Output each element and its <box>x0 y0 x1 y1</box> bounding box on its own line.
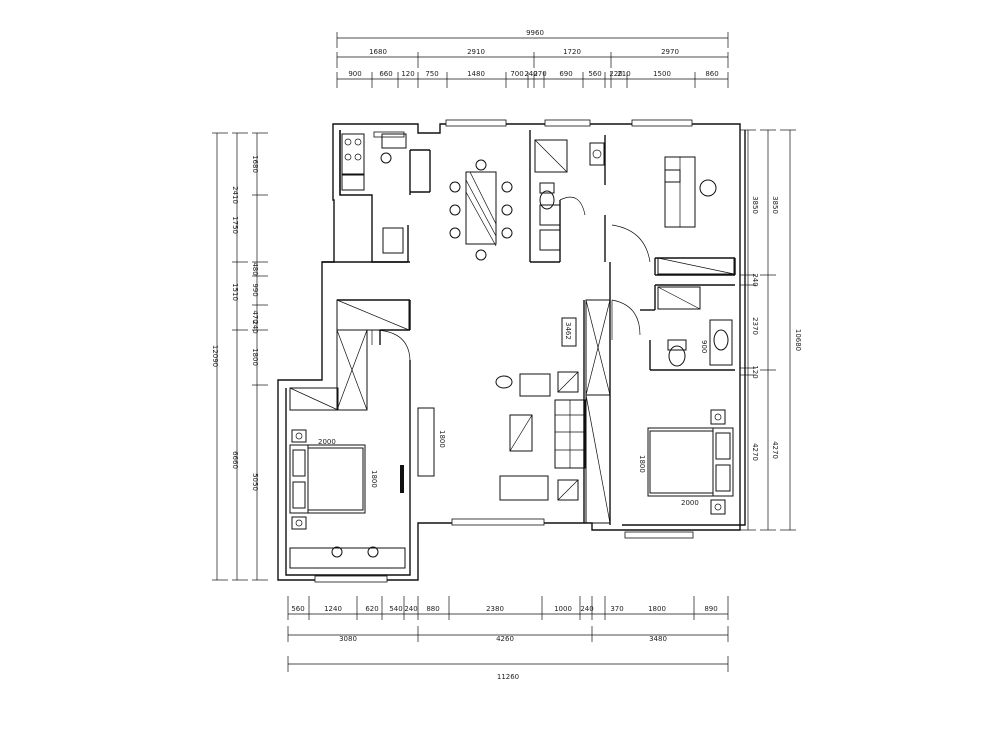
right-bed-length-label: 1800 <box>638 455 646 473</box>
bottom-dim-2-0: 3080 <box>339 635 357 643</box>
left-dim-1-1: 480 <box>251 262 259 275</box>
left-dim-1-5: 1800 <box>251 348 259 366</box>
top-dim-1-5: 700 <box>510 70 523 78</box>
bottom-dim-1-4: 240 <box>404 605 417 613</box>
top-dim-1-3: 750 <box>425 70 438 78</box>
left-dim-2-0: 2410 <box>231 186 239 204</box>
bottom-dimension-lines: 560 1240 620 540 240 880 2380 1000 240 3… <box>287 596 729 681</box>
kitchen-fixtures <box>341 133 407 254</box>
top-dim-1-9: 560 <box>588 70 601 78</box>
tv-cabinet: 1800 <box>400 407 446 493</box>
window-top-dining <box>445 119 507 127</box>
dining-set <box>449 159 513 261</box>
top-dim-1-2: 120 <box>401 70 414 78</box>
left-dim-1-0: 1680 <box>251 155 259 173</box>
bottom-dim-1-6: 2380 <box>486 605 504 613</box>
right-dim-1-0: 3850 <box>751 196 759 214</box>
window-bottom-bedroom-right <box>624 531 694 539</box>
left-total-dim: 12090 <box>211 345 219 367</box>
left-bed-width-label: 2000 <box>318 438 336 446</box>
top-right-bedroom-desk <box>664 156 717 228</box>
living-wall-label: 3462 <box>564 322 572 340</box>
left-dim-2-2: 1510 <box>231 283 239 301</box>
bottom-total-dim: 11260 <box>497 673 519 681</box>
tv-wall-label: 1800 <box>438 430 446 448</box>
right-dim-1-1: 240 <box>751 273 759 286</box>
left-bedroom-bed: 2000 1800 <box>289 429 406 569</box>
bottom-dim-1-9: 370 <box>610 605 623 613</box>
top-dimension-lines: 9960 1680 2910 1720 2970 900 <box>336 29 729 88</box>
left-dimension-lines: 12090 2410 1750 1510 6660 1680 480 990 4… <box>211 132 268 581</box>
bottom-dim-2-2: 3480 <box>649 635 667 643</box>
tv-unit <box>400 465 404 493</box>
bottom-dim-1-10: 1800 <box>648 605 666 613</box>
doors <box>371 196 651 363</box>
right-dim-2-0: 3850 <box>771 196 779 214</box>
top-dim-1-7: 270 <box>533 70 546 78</box>
top-dim-1-10: 220 <box>609 70 622 78</box>
window-bottom-living <box>451 518 545 526</box>
top-dim-2-0: 1680 <box>369 48 387 56</box>
left-dim-1-2: 990 <box>251 283 259 296</box>
bottom-dim-1-5: 880 <box>426 605 439 613</box>
bottom-dim-1-1: 1240 <box>324 605 342 613</box>
top-dim-2-3: 2970 <box>661 48 679 56</box>
top-dim-1-0: 900 <box>348 70 361 78</box>
bottom-dim-1-11: 890 <box>704 605 717 613</box>
top-dim-1-12: 1500 <box>653 70 671 78</box>
bottom-dim-1-8: 240 <box>580 605 593 613</box>
exterior-walls <box>277 123 746 581</box>
top-dim-2-1: 2910 <box>467 48 485 56</box>
left-dim-2-4: 5050 <box>251 473 259 491</box>
left-dim-1-3: 470 <box>251 310 259 323</box>
top-dim-1-11: 210 <box>617 70 630 78</box>
right-total-dim: 10680 <box>794 329 802 351</box>
left-dim-2-1: 1750 <box>231 216 239 234</box>
bottom-dim-1-2: 620 <box>365 605 378 613</box>
bottom-dim-1-7: 1000 <box>554 605 572 613</box>
top-dim-1-4: 1480 <box>467 70 485 78</box>
right-dim-2-1: 4270 <box>771 441 779 459</box>
left-closet <box>289 299 410 411</box>
top-dim-1-6: 240 <box>524 70 537 78</box>
right-dim-1-4: 4270 <box>751 443 759 461</box>
window-top-bath <box>544 119 591 127</box>
top-bathroom-fixtures <box>534 139 605 251</box>
right-dim-1-2: 2370 <box>751 317 759 335</box>
right-bed-width-label: 2000 <box>681 499 699 507</box>
right-closet <box>585 257 735 524</box>
left-dim-1-4: 240 <box>251 320 259 333</box>
top-dim-1-1: 660 <box>379 70 392 78</box>
right-bathroom-fixtures: 900 <box>657 286 733 367</box>
bottom-dim-1-3: 540 <box>389 605 402 613</box>
left-bed-length-label: 1800 <box>370 470 378 488</box>
windows <box>314 119 694 583</box>
window-bottom-bedroom-left <box>314 575 388 583</box>
top-dim-1-8: 690 <box>559 70 572 78</box>
living-room-furniture: 3462 <box>495 317 586 501</box>
top-dim-2-2: 1720 <box>563 48 581 56</box>
left-dim-2-3: 6660 <box>231 451 239 469</box>
bottom-dim-1-0: 560 <box>291 605 304 613</box>
right-dim-1-3: 120 <box>751 365 759 378</box>
top-dim-1-13: 860 <box>705 70 718 78</box>
bottom-dim-2-1: 4260 <box>496 635 514 643</box>
window-top-bedroom <box>631 119 693 127</box>
right-bedroom-bed: 1800 2000 <box>638 409 734 515</box>
top-total-dim: 9960 <box>526 29 544 37</box>
vanity-dim-label: 900 <box>700 340 708 353</box>
right-dimension-lines: 10680 3850 4270 3850 240 2370 120 4270 <box>740 129 802 531</box>
